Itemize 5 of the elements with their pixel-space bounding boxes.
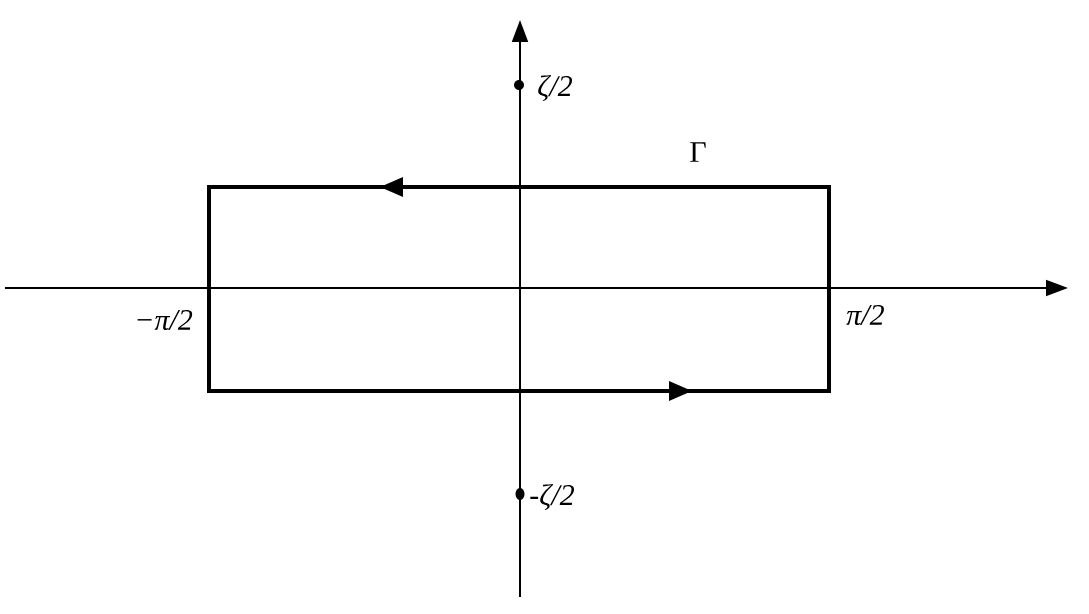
axis-label: ζ/2 — [538, 74, 573, 102]
axis-label: Γ — [690, 142, 706, 162]
axis-label: π/2 — [846, 304, 884, 326]
axis-label: -ζ/2 — [530, 483, 574, 511]
axis-label: −π/2 — [137, 309, 193, 331]
